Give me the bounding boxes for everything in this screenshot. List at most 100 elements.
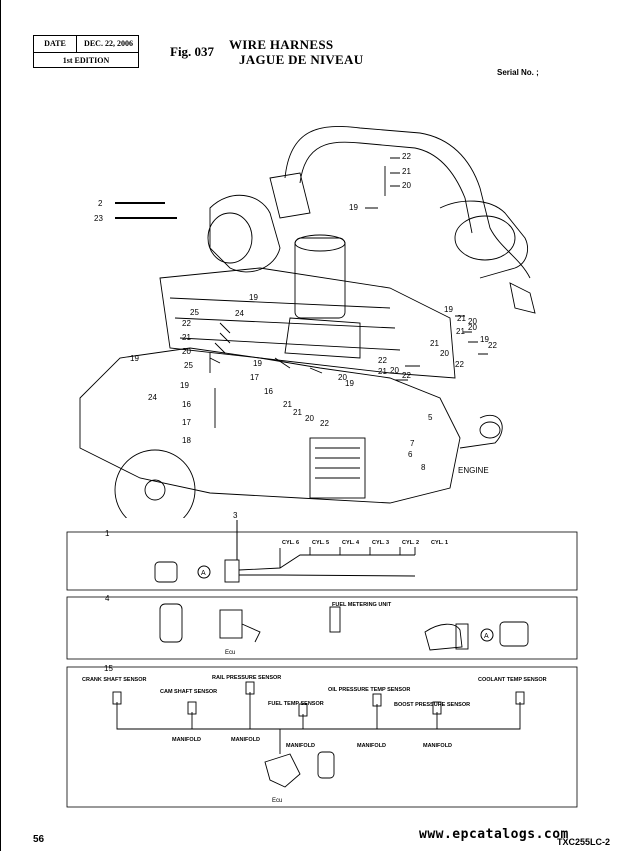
cyl-2-label: CYL. 2 [402, 540, 419, 546]
oil-pressure-temp-sensor-label: OIL PRESSURE TEMP SENSOR [328, 687, 410, 693]
cyl-4-label: CYL. 4 [342, 540, 360, 546]
callout-21g: 21 [457, 314, 466, 323]
header-info-table: DATE DEC. 22, 2006 1st EDITION [33, 35, 139, 68]
pipe-clamp [269, 172, 311, 219]
manifold-label-1: MANIFOLD [172, 737, 201, 743]
detail-15-panel: 15 CRANK SHAFT SENSOR CAM SHAFT SENSOR R… [66, 664, 578, 808]
right-bracket [459, 414, 503, 449]
callout-2: 2 [98, 199, 103, 208]
detail-1-frame [66, 531, 578, 591]
connector-a-circle [197, 565, 211, 579]
detail-1-plug [224, 559, 240, 583]
detail-15-ecu-plug [317, 751, 335, 779]
callout-21h: 21 [456, 327, 465, 336]
connector-a-label: A [201, 570, 206, 577]
callout-20h: 20 [468, 317, 477, 326]
cylinder-head [159, 267, 456, 379]
callout-leaders [209, 157, 488, 381]
detail-4-panel: 4 A FUEL METERING UNIT Ecu [66, 594, 578, 660]
detail-4-ecu-label: Ecu [225, 650, 235, 656]
callout-19d: 19 [180, 381, 189, 390]
crank-sensor-part [112, 691, 122, 705]
cyl-6-label: CYL. 6 [282, 540, 299, 546]
rail-sensor-part [245, 681, 255, 695]
callout-8: 8 [421, 463, 426, 472]
callout-6: 6 [408, 450, 413, 459]
watermark: www.epcatalogs.com [419, 827, 569, 842]
callout-19g: 19 [444, 305, 453, 314]
engine-label: ENGINE [458, 466, 489, 475]
callout-25a: 25 [190, 308, 199, 317]
callout-22b: 22 [182, 319, 191, 328]
callout-24b: 24 [148, 393, 157, 402]
header-row-date: DATE DEC. 22, 2006 [34, 36, 138, 53]
detail-4-connector-a-circle [480, 628, 494, 642]
bracket-hole [479, 421, 501, 439]
fuel-filter-top [294, 234, 346, 252]
cable-ties [115, 202, 177, 219]
callout-17: 17 [182, 418, 191, 427]
callout-22: 22 [402, 152, 411, 161]
callout-5: 5 [428, 413, 433, 422]
date-value: DEC. 22, 2006 [84, 39, 133, 48]
outlet-connector [509, 282, 536, 314]
callout-20g: 20 [468, 323, 477, 332]
detail-1-branches [279, 547, 416, 568]
cyl-5-label: CYL. 5 [312, 540, 329, 546]
rail-pressure-sensor-label: RAIL PRESSURE SENSOR [212, 675, 281, 681]
sensor-studs [209, 166, 386, 428]
callout-23: 23 [94, 214, 103, 223]
coolant-sensor-part [515, 691, 525, 705]
boost-pressure-sensor-label: BOOST PRESSURE SENSOR [394, 702, 470, 708]
detail-15-ecu-connector [264, 753, 301, 788]
fuel-metering-unit-label: FUEL METERING UNIT [332, 602, 392, 608]
callout-24: 24 [235, 309, 244, 318]
cyl-3-label: CYL. 3 [372, 540, 389, 546]
callout-18: 18 [182, 436, 191, 445]
fuel-metering-unit-part [329, 606, 341, 633]
manifold-label-5: MANIFOLD [423, 743, 452, 749]
manifold-label-2: MANIFOLD [231, 737, 260, 743]
callout-16: 16 [182, 400, 191, 409]
callout-20e: 20 [390, 366, 399, 375]
callout-21f: 21 [430, 339, 439, 348]
callout-22d: 22 [378, 356, 387, 365]
figure-number: Fig. 037 [170, 44, 215, 59]
callout-19h: 19 [480, 335, 489, 344]
callout-21: 21 [402, 167, 411, 176]
callout-20: 20 [402, 181, 411, 190]
cam-sensor-part [187, 701, 197, 715]
fuel-temp-sensor-part [298, 703, 308, 717]
callout-20b: 20 [182, 347, 191, 356]
detail-4-frame [66, 596, 578, 660]
callout-19f: 19 [345, 379, 354, 388]
intake-pipe-inner [299, 141, 473, 234]
page-title: WIRE HARNESS [229, 37, 334, 52]
ecu-fins [315, 447, 360, 479]
date-label: DATE [34, 36, 77, 52]
callout-20f: 20 [440, 349, 449, 358]
callout-17b: 17 [250, 373, 259, 382]
flywheel [114, 449, 196, 518]
callout-22f: 22 [455, 360, 464, 369]
callout-22e: 22 [402, 371, 411, 380]
detail-1-item3-number: 3 [233, 511, 238, 520]
left-border-rule [0, 0, 1, 851]
filter-mount [284, 317, 361, 359]
coolant-temp-sensor-label: COOLANT TEMP SENSOR [478, 677, 547, 683]
detail-15-branches [191, 692, 438, 729]
callout-22g: 22 [488, 341, 497, 350]
callout-19b: 19 [249, 293, 258, 302]
detail-4-elbow [424, 623, 463, 651]
crank-shaft-sensor-label: CRANK SHAFT SENSOR [82, 677, 147, 683]
callout-7: 7 [410, 439, 415, 448]
model-code: TXC255LC-2 [557, 837, 611, 847]
intake-pipe-upper [284, 126, 531, 279]
detail-15-harness [116, 702, 521, 730]
intake-elbow [439, 200, 528, 279]
callout-19c: 19 [130, 354, 139, 363]
detail-4-ecu-plug [219, 609, 243, 639]
callout-21d: 21 [283, 400, 292, 409]
fuel-filter [294, 237, 346, 319]
detail-4-connector-a-label: A [484, 633, 489, 640]
